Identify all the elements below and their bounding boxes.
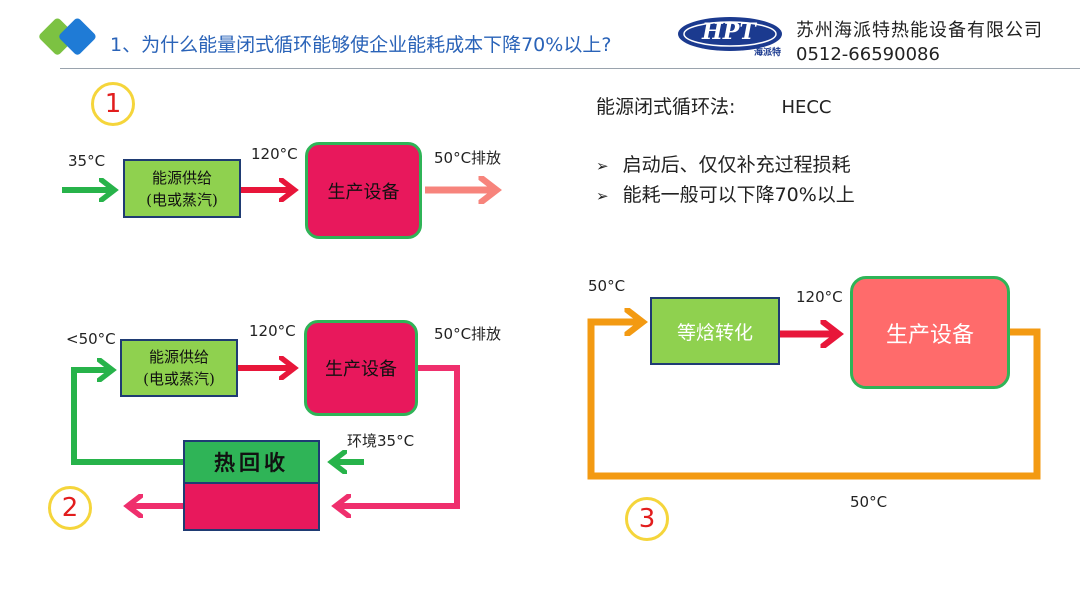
d1-supply-line2: (电或蒸汽) [146,190,218,209]
d2-temp-mid: 120°C [249,322,296,340]
d2-ambient-temp: 环境35°C [347,432,415,450]
d2-supply-line2: (电或蒸汽) [143,370,215,388]
d2-temp-out: 50°C排放 [434,325,502,343]
d2-recovery-bottom [185,483,318,529]
d1-supply-line1: 能源供给 [151,168,212,187]
company-logo: HPT 海派特 [676,14,788,60]
bullet-arrow-icon: ➢ [596,187,609,205]
header-logo-diamonds [34,14,110,62]
bullet-arrow-icon: ➢ [596,157,609,175]
company-name: 苏州海派特热能设备有限公司 [796,20,1043,41]
page-title: 1、为什么能量闭式循环能够使企业能耗成本下降70%以上? [110,34,612,56]
method-label-text: 能源闭式循环法: [596,96,736,118]
diagram2-number-badge: 2 [48,486,92,530]
method-bullet-text-2: 能耗一般可以下降70%以上 [622,184,855,206]
d2-heat-recovery-box: 热回收 [183,440,320,531]
d2-production-box: 生产设备 [304,320,418,416]
diagram3-number-badge: 3 [625,497,669,541]
d1-production-box: 生产设备 [305,142,422,239]
logo-text: HPT [702,19,756,45]
method-bullet-2: ➢ 能耗一般可以下降70%以上 [596,180,855,207]
d2-return-loop-line [71,370,183,465]
d2-temp-in: <50°C [66,330,116,348]
method-bullet-text-1: 启动后、仅仅补充过程损耗 [622,154,851,176]
d3-temp-return: 50°C [850,493,888,511]
d1-energy-supply-box: 能源供给 (电或蒸汽) [123,159,241,218]
d2-hot-loop-line [338,365,460,506]
diamond-logo-icon [39,18,96,55]
hpt-logo-icon [678,17,782,51]
header-divider [60,68,1080,69]
method-bullet-1: ➢ 启动后、仅仅补充过程损耗 [596,150,851,177]
logo-subtext: 海派特 [754,48,782,58]
d3-production-box: 生产设备 [850,276,1010,389]
d2-recovery-top: 热回收 [185,442,318,484]
method-label: 能源闭式循环法: HECC [596,92,832,119]
d1-temp-out: 50°C排放 [434,149,502,167]
d1-temp-mid: 120°C [251,145,298,163]
d2-energy-supply-box: 能源供给 (电或蒸汽) [120,339,238,397]
d3-temp-in: 50°C [588,277,626,295]
company-phone: 0512-66590086 [796,44,940,65]
d1-temp-in: 35°C [68,152,106,170]
diagram1-number-badge: 1 [91,82,135,126]
d3-loop-line [587,322,1041,480]
d3-converter-box: 等焓转化 [650,297,780,365]
method-code: HECC [781,97,832,118]
d2-supply-line1: 能源供给 [148,348,209,366]
d3-temp-mid: 120°C [796,288,843,306]
